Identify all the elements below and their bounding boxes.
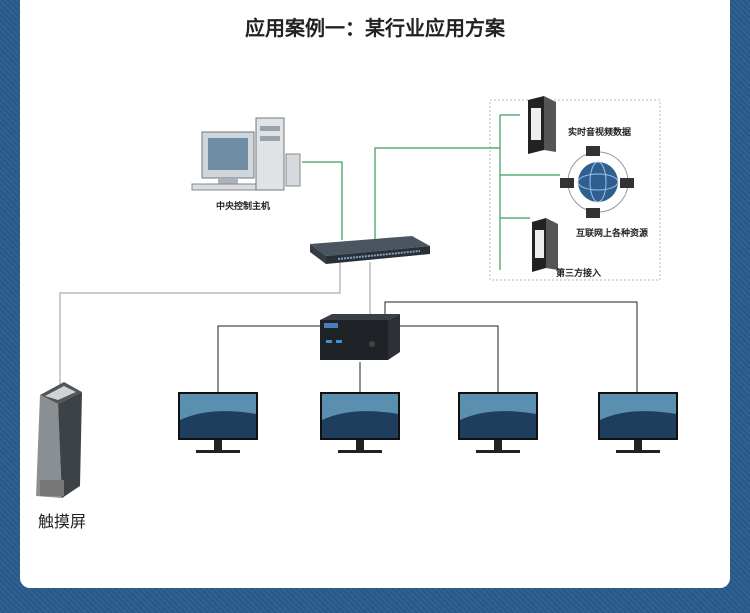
third-party-label: 第三方接入: [556, 269, 602, 279]
touchscreen-label: 触摸屏: [38, 512, 87, 531]
central-host-icon: [191, 117, 301, 191]
page-title: 应用案例一：某行业应用方案: [245, 16, 505, 40]
third-party-server-icon: [532, 218, 558, 272]
display-4-icon: [598, 392, 678, 453]
gray-links: [59, 262, 371, 395]
network-switch-icon: [310, 236, 430, 264]
display-2-icon: [320, 392, 400, 453]
touchscreen-kiosk-icon: [36, 382, 82, 498]
realtime-av-label: 实时音视频数据: [568, 128, 632, 138]
mini-pc-icon: [320, 314, 400, 360]
link-switch-internet: [374, 147, 500, 240]
realtime-server-icon: [528, 96, 556, 154]
link-host-switch: [302, 161, 343, 240]
link-pc-display1: [217, 325, 330, 393]
globe-icon: [560, 146, 634, 218]
black-links: [217, 301, 638, 393]
link-pc-display4: [384, 301, 638, 393]
internet-zone-box: [489, 99, 661, 281]
diagram-card: 应用案例一：某行业应用方案: [20, 0, 730, 588]
link-pc-display3: [398, 325, 499, 393]
display-1-icon: [178, 392, 258, 453]
network-diagram: [36, 96, 678, 498]
green-links: [302, 114, 560, 270]
link-switch-touchscreen: [59, 262, 341, 395]
internet-resources-label: 互联网上各种资源: [576, 229, 649, 239]
central-host-label: 中央控制主机: [216, 202, 271, 212]
display-3-icon: [458, 392, 538, 453]
